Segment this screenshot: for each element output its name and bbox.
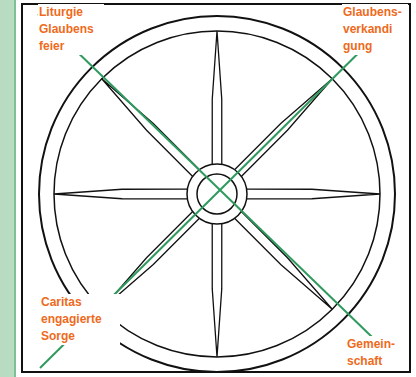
corner-label: Liturgie Glaubens feier [38, 4, 104, 55]
spoke [235, 212, 333, 310]
corner-label: Gemein- schaft [346, 336, 408, 370]
spoke [102, 79, 200, 177]
corner-label: Glaubens- verkandi gung [342, 4, 408, 55]
cross-line [40, 12, 400, 368]
spoke [247, 189, 380, 199]
corner-label: Caritas engagierte Sorge [40, 294, 120, 345]
square-frame [22, 4, 410, 372]
side-strip-edge [14, 0, 16, 377]
side-strip [0, 0, 14, 377]
spoke [212, 224, 222, 357]
spoke [212, 31, 222, 164]
spoke [54, 189, 187, 199]
